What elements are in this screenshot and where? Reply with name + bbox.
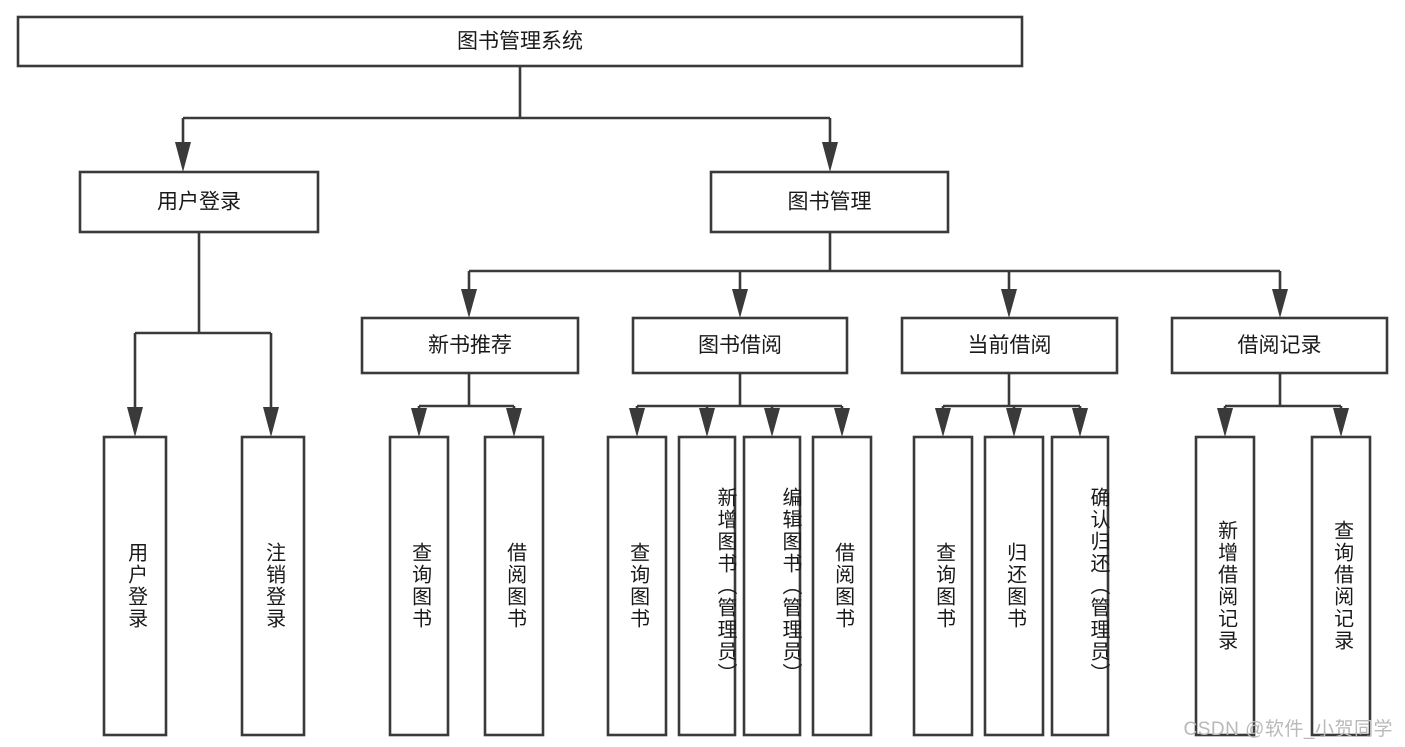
arrow-head-user-login [175,142,191,172]
node-label-book-borrow: 图书借阅 [698,334,782,357]
node-box-leaf-user-login[interactable] [102,435,168,737]
node-box-book-borrow[interactable] [631,316,849,375]
connector-group-book-management [461,232,1288,318]
node-box-leaf-confirm-return[interactable] [1050,435,1110,737]
connector-group-root [175,66,838,172]
arrow-head-leaf-add-book [699,408,715,437]
arrow-head-leaf-edit-book [764,408,780,437]
node-box-leaf-add-book[interactable] [677,435,737,737]
node-box-leaf-borrow-book-1[interactable] [483,435,545,737]
arrow-head-borrow-record [1272,289,1288,318]
arrow-head-leaf-logout [263,407,279,437]
node-box-current-borrow[interactable] [900,316,1119,375]
connector-group-current-borrow [935,373,1088,437]
node-label-user-login: 用户登录 [157,191,241,214]
node-label-root: 图书管理系统 [457,30,583,53]
arrow-head-leaf-add-record [1217,408,1233,437]
node-label-current-borrow: 当前借阅 [968,334,1052,357]
node-box-leaf-query-book-3[interactable] [912,435,974,737]
arrow-head-leaf-borrow-book-1 [506,408,522,437]
arrow-head-leaf-query-book-3 [935,408,951,437]
node-box-leaf-logout[interactable] [240,435,306,737]
node-label-new-book-recommend: 新书推荐 [428,334,512,357]
arrow-head-book-management [822,142,838,172]
node-box-leaf-add-record[interactable] [1194,435,1256,737]
arrow-head-new-book-recommend [461,289,477,318]
arrow-head-book-borrow [732,289,748,318]
connector-group-borrow-record [1217,373,1349,437]
node-box-leaf-borrow-book-2[interactable] [811,435,873,737]
arrow-head-leaf-borrow-book-2 [834,408,850,437]
node-box-leaf-return-book[interactable] [983,435,1045,737]
arrow-head-leaf-confirm-return [1072,408,1088,437]
node-box-root[interactable] [16,15,1024,68]
watermark-text: CSDN @软件_小贺同学 [1183,719,1393,740]
node-box-book-management[interactable] [709,170,950,234]
node-label-borrow-record: 借阅记录 [1238,334,1322,357]
arrow-head-leaf-query-record [1333,408,1349,437]
connector-group-book-borrow [629,373,850,437]
arrow-head-leaf-query-book-2 [629,408,645,437]
arrow-head-leaf-user-login [127,407,143,437]
node-box-user-login[interactable] [78,170,320,234]
node-box-leaf-edit-book[interactable] [742,435,802,737]
connector-group-user-login [127,232,279,437]
arrow-head-leaf-return-book [1006,408,1022,437]
connector-group-new-book-recommend [411,373,522,437]
node-boxes-layer [16,15,1389,737]
node-box-new-book-recommend[interactable] [360,316,580,375]
node-box-leaf-query-book-1[interactable] [388,435,450,737]
node-box-leaf-query-book-2[interactable] [606,435,668,737]
arrow-head-leaf-query-book-1 [411,408,427,437]
node-box-leaf-query-record[interactable] [1310,435,1372,737]
node-box-borrow-record[interactable] [1170,316,1389,375]
node-label-book-management: 图书管理 [788,191,872,214]
arrow-head-current-borrow [1001,289,1017,318]
